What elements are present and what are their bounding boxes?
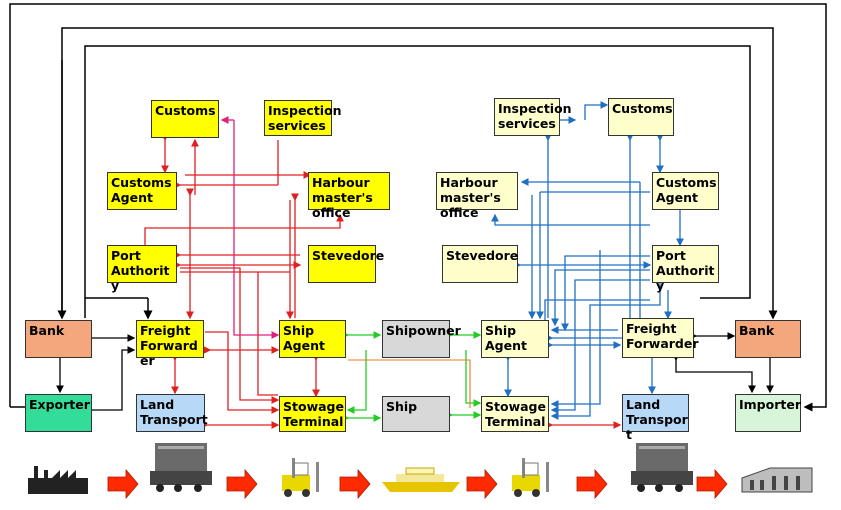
factory-icon: [28, 466, 88, 494]
ship-agent-box-right: Ship Agent: [481, 320, 554, 363]
bank-frame-lines: [9, 3, 827, 412]
ship-box: Ship: [382, 396, 455, 437]
land-transport-box-left: Land Transport: [136, 394, 210, 437]
left-inspection-links: [220, 116, 280, 339]
bank-box-left: Bank: [25, 320, 97, 363]
forklift-icon: [512, 458, 549, 497]
inspection-services-box-right: Inspection services: [494, 98, 572, 141]
harbour-master-box-left: Harbour master's office: [308, 172, 395, 220]
shipowner-box: Shipowner: [382, 320, 461, 363]
freight-forwarder-box-left: Freight Forward er: [136, 320, 209, 368]
ship-agent-box-left: Ship Agent: [279, 320, 351, 363]
customs-box-right: Customs: [608, 98, 679, 141]
stevedore-box-right: Stevedore: [442, 245, 523, 288]
ship-links: [341, 331, 482, 422]
stevedore-box-left: Stevedore: [308, 245, 384, 288]
left-authority-links: [144, 133, 344, 429]
exporter-box: Exporter: [25, 394, 97, 437]
forklift-icon: [282, 458, 319, 497]
customs-agent-box-left: Customs Agent: [107, 172, 182, 215]
right-authority-links: [491, 101, 684, 420]
freight-forwarder-box-right: Freight Forwarder: [622, 318, 699, 363]
port-authority-box-right: Port Authorit y: [652, 245, 724, 293]
trade-links: [56, 332, 774, 411]
port-authority-box-left: Port Authorit y: [107, 245, 182, 293]
importer-box: Importer: [735, 394, 806, 437]
ferry-icon: [382, 467, 460, 492]
inspection-services-box-left: Inspection services: [264, 100, 342, 141]
cross-link: [348, 359, 471, 408]
stowage-terminal-box-right: Stowage Terminal: [481, 396, 554, 437]
truck-train-icon: [150, 443, 212, 492]
warehouse-icon: [741, 467, 813, 493]
stowage-terminal-box-left: Stowage Terminal: [279, 396, 351, 437]
customs-box-left: Customs: [151, 100, 224, 143]
land-transport-box-right: Land Transpor t: [622, 394, 694, 442]
process-flow-arrows: [107, 468, 728, 500]
truck-train-icon: [631, 443, 693, 492]
harbour-master-box-right: Harbour master's office: [436, 172, 523, 220]
customs-agent-box-right: Customs Agent: [652, 172, 724, 215]
bank-box-right: Bank: [735, 320, 806, 363]
